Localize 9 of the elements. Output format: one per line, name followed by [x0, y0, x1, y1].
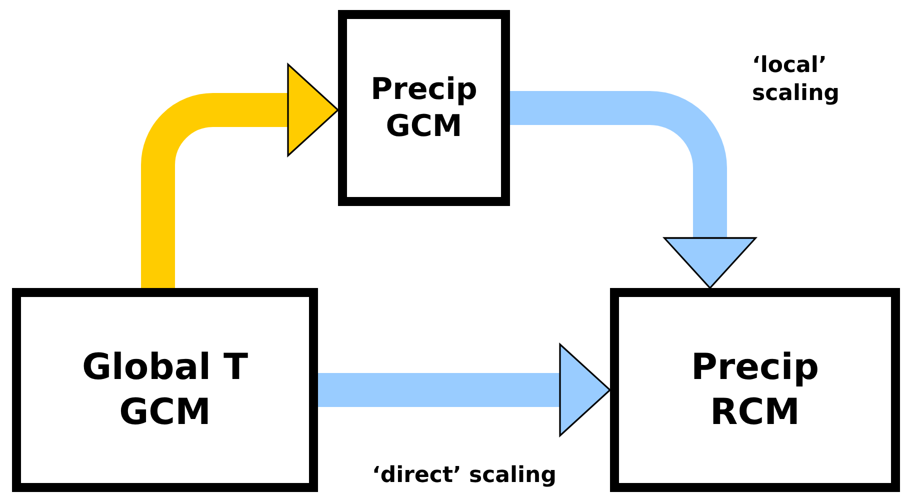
box-label: Global T GCM	[80, 346, 250, 435]
process-box	[338, 10, 510, 206]
block-arrow	[510, 91, 756, 289]
block-arrow	[141, 64, 339, 288]
box-label: Precip RCM	[690, 346, 820, 435]
process-box	[12, 288, 318, 492]
process-box	[610, 288, 900, 492]
box-label: Precip GCM	[370, 70, 478, 146]
block-arrow	[318, 344, 611, 436]
